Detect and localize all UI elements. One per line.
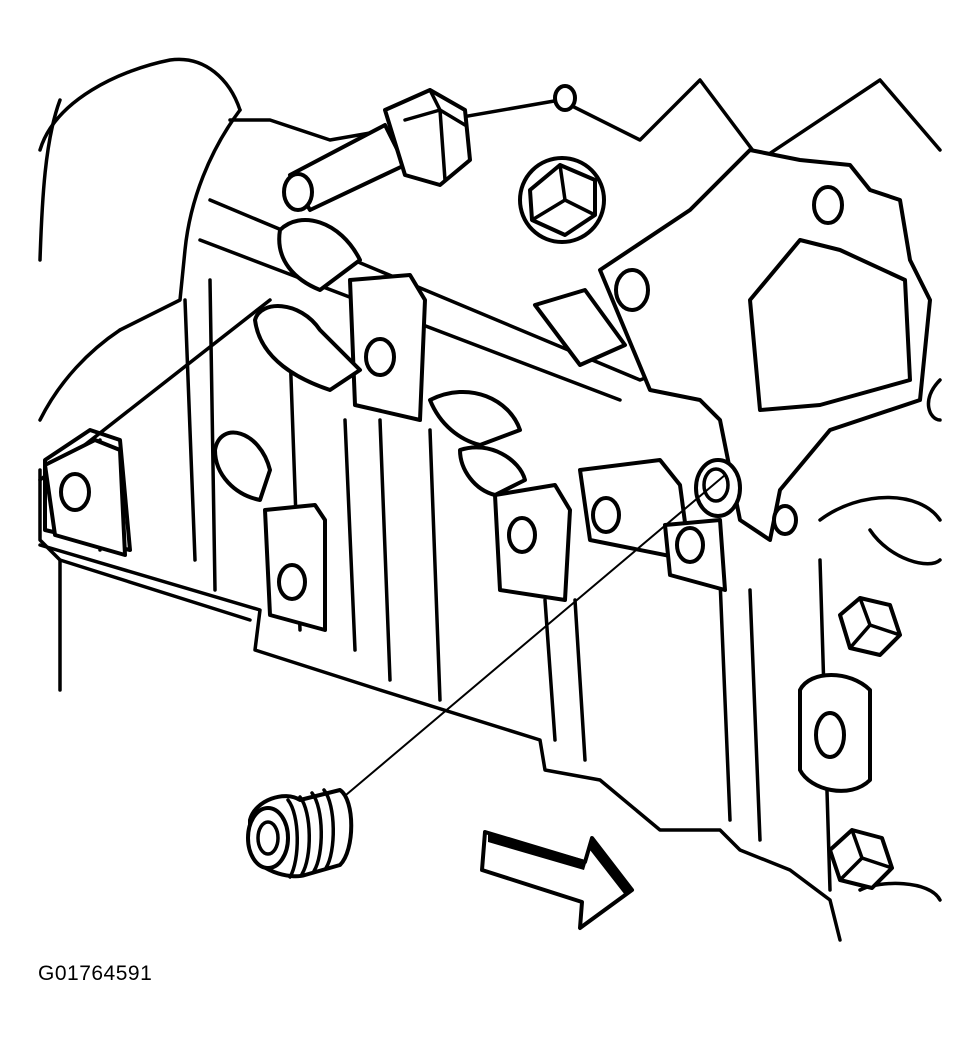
threaded-plug-icon (246, 788, 354, 879)
hex-bolt-top (518, 84, 606, 244)
bearing-cap-tab-4 (493, 483, 572, 602)
bearing-cap-tab-5 (578, 458, 692, 562)
gallery-plug-hole (694, 458, 742, 518)
bearing-cap-tab-3 (348, 273, 427, 422)
figure-id-label: G01764591 (38, 962, 153, 985)
bearing-cap-tab-6 (663, 518, 727, 592)
bearing-cap-tab-2 (263, 503, 327, 632)
stud-with-nut (282, 88, 472, 212)
mounting-bracket (598, 148, 932, 542)
hex-bolt-right-lower (828, 828, 894, 890)
leader-line (339, 474, 726, 801)
hex-bolt-right-upper (838, 596, 902, 657)
front-direction-arrow-icon (480, 830, 634, 930)
crankshaft-webs (213, 218, 627, 502)
bearing-cap-tab-left (43, 438, 127, 557)
right-side-casting (798, 378, 942, 902)
